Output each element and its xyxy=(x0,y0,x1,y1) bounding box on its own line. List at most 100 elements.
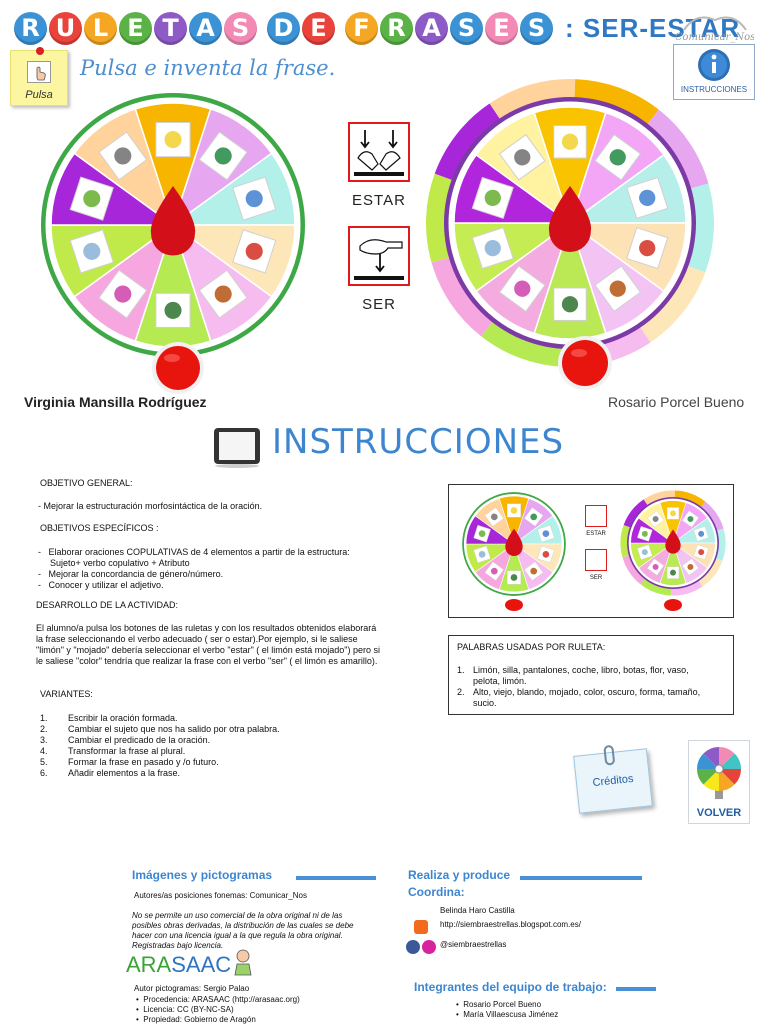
spin-button-right[interactable] xyxy=(556,334,614,392)
preview-spin-button-right xyxy=(664,599,682,611)
wheel-nouns[interactable] xyxy=(38,90,308,360)
preview-ser-label: SER xyxy=(589,575,603,581)
list-item: 1.Escribir la oración formada. xyxy=(40,713,178,723)
title-letter: A xyxy=(189,11,222,45)
instrucciones-button[interactable]: INSTRUCCIONES xyxy=(673,44,755,100)
autor-pictogramas: Autor pictogramas: Sergio Palao xyxy=(134,984,250,993)
glass-icon xyxy=(69,229,114,274)
instagram-icon[interactable] xyxy=(422,940,436,954)
hand-tap-icon xyxy=(27,61,51,83)
instruction-subtitle: Pulsa e inventa la frase. xyxy=(80,56,336,80)
ser-label: SER xyxy=(362,296,396,313)
preview-estar-label: ESTAR xyxy=(586,531,606,537)
title-letter: E xyxy=(485,11,518,45)
roulette-segment xyxy=(719,769,735,791)
blogger-icon[interactable] xyxy=(414,920,428,934)
ball-icon xyxy=(69,176,114,221)
integrantes-list: • Rosario Porcel Bueno • María Villaescu… xyxy=(456,1000,559,1019)
trousers-icon xyxy=(537,524,555,543)
roulette-stand xyxy=(715,785,723,799)
author-left: Virginia Mansilla Rodríguez xyxy=(24,394,207,410)
wheel-segment xyxy=(533,220,607,340)
list-item: Sujeto+ verbo copulativo + Atributo xyxy=(50,558,190,568)
boots-icon xyxy=(507,570,521,585)
soft-icon xyxy=(626,176,669,220)
title-letter: U xyxy=(49,11,82,45)
dirty-icon xyxy=(637,526,653,542)
coordina-heading: Coordina: xyxy=(408,885,465,899)
color-icon xyxy=(681,558,699,576)
title-letter: F xyxy=(345,11,378,45)
variantes-list: 1.Escribir la oración formada. 2.Cambiar… xyxy=(40,713,420,779)
objetivos-especificos-heading: OBJETIVOS ESPECÍFICOS : xyxy=(40,523,159,533)
flower-icon xyxy=(98,269,148,319)
shapes-icon xyxy=(498,265,546,313)
car-icon xyxy=(537,545,555,564)
question-icon xyxy=(637,544,653,560)
shapes-icon xyxy=(647,558,665,576)
lemon-icon xyxy=(155,122,191,158)
heading-underline xyxy=(520,876,642,880)
creditos-button[interactable]: Créditos xyxy=(573,744,653,814)
book-icon xyxy=(524,561,544,581)
wheel-segment xyxy=(134,102,212,228)
social-handle[interactable]: @siembraestrellas xyxy=(440,940,507,949)
flower-icon xyxy=(484,561,504,581)
estar-pictogram[interactable] xyxy=(348,122,410,182)
realiza-heading: Realiza y produce xyxy=(408,868,511,882)
pointer-drop-icon xyxy=(548,185,592,253)
tablet-icon xyxy=(214,428,260,468)
preview-ser-pictogram xyxy=(585,549,607,571)
heading-underline xyxy=(296,876,376,880)
ser-pictogram[interactable] xyxy=(348,226,410,286)
imagenes-heading: Imágenes y pictogramas xyxy=(132,868,273,882)
wheel-adjectives[interactable] xyxy=(422,75,718,371)
estar-hands-icon xyxy=(354,130,404,176)
activity-preview: ESTAR SER xyxy=(448,484,734,618)
spin-button-left[interactable] xyxy=(150,340,206,396)
tall-icon xyxy=(647,510,665,528)
list-item: 4.Transformar la frase al plural. xyxy=(40,746,186,756)
wet-icon xyxy=(626,226,669,270)
volver-button[interactable]: VOLVER xyxy=(688,740,750,824)
color-icon xyxy=(594,265,642,313)
title-letter: T xyxy=(154,11,187,45)
title-letter: R xyxy=(14,11,47,45)
ball-icon xyxy=(484,507,504,527)
car-icon xyxy=(594,133,642,181)
chair-icon xyxy=(198,131,248,181)
title-letter: E xyxy=(119,11,152,45)
list-item: - Elaborar oraciones COPULATIVAS de 4 el… xyxy=(38,547,350,557)
facebook-icon[interactable] xyxy=(406,940,420,954)
title-letter: S xyxy=(520,11,553,45)
roulette-segment xyxy=(703,769,719,791)
old-people-icon xyxy=(666,507,680,520)
question-icon xyxy=(471,226,514,270)
pulsa-note[interactable]: Pulsa xyxy=(10,47,68,106)
title-letter: S xyxy=(450,11,483,45)
pulsa-label: Pulsa xyxy=(25,89,53,101)
picto-details: • Procedencia: ARASAAC (http://arasaac.o… xyxy=(136,995,300,1024)
desarrollo-text: El alumno/a pulsa los botones de las rul… xyxy=(36,623,381,666)
lemon-icon xyxy=(507,503,521,518)
blog-link[interactable]: http://siembraestrellas.blogspot.com.es/ xyxy=(440,920,581,929)
title-letter: R xyxy=(380,11,413,45)
list-item: 2.Cambiar el sujeto que nos ha salido po… xyxy=(40,724,280,734)
info-icon xyxy=(698,49,730,81)
palabras-panel: PALABRAS USADAS POR RULETA: 1.Limón, sil… xyxy=(448,635,734,715)
integrantes-heading: Integrantes del equipo de trabajo: xyxy=(414,980,607,994)
desarrollo-heading: DESARROLLO DE LA ACTIVIDAD: xyxy=(36,600,179,610)
list-item: - Mejorar la concordancia de género/núme… xyxy=(38,569,224,579)
autores-line: Autores/as posiciones fonemas: Comunicar… xyxy=(134,891,307,900)
title-letter: L xyxy=(84,11,117,45)
preview-wheel-nouns xyxy=(462,492,566,596)
preview-wheel-adjectives xyxy=(620,490,726,596)
ball-icon xyxy=(98,131,148,181)
old-people-icon xyxy=(553,125,587,159)
title-letter: E xyxy=(302,11,335,45)
preview-spin-button-left xyxy=(505,599,523,611)
author-right: Rosario Porcel Bueno xyxy=(608,394,745,410)
roulette-segment xyxy=(697,769,719,785)
glass-icon xyxy=(473,545,491,564)
